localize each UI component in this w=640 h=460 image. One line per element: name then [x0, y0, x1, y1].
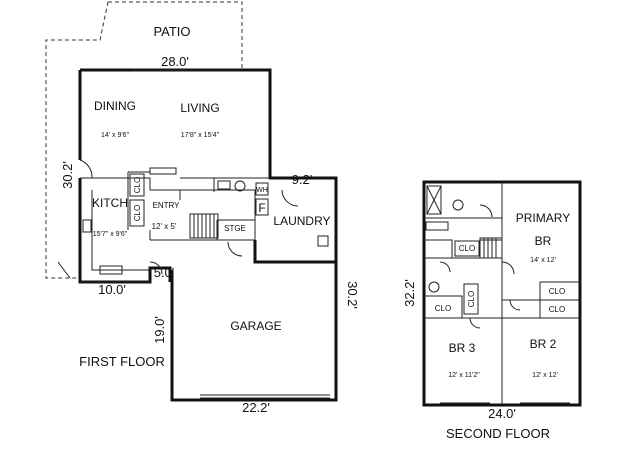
closet-label-hall: CLO: [459, 244, 475, 253]
kitchen-counter: [149, 167, 177, 175]
br2-size: 12' x 12': [532, 372, 558, 379]
stairs-second-floor: [479, 237, 503, 259]
dim-step: 5.0': [154, 265, 175, 280]
storage-door: [227, 241, 243, 257]
second-floor-plan: PRIMARY BR 14' x 12' CLO CLO CLO CLO CLO…: [402, 180, 582, 441]
closet-label-b: CLO: [133, 205, 142, 221]
furnace-box: [255, 198, 269, 216]
closet-label-bath: CLO: [435, 304, 451, 313]
room-label-entry: ENTRY: [153, 201, 181, 210]
room-label-primary: PRIMARY: [516, 211, 570, 225]
dim-garage-bottom: 22.2': [242, 400, 270, 415]
first-floor-plan: PATIO 28.0' DINING 14' x 9'6" LIVING 17'…: [45, 1, 360, 415]
water-heater-label: WH: [256, 187, 268, 194]
kitchen-sink: [82, 219, 92, 233]
bath-sink: [217, 180, 231, 190]
water-heater: [255, 182, 269, 196]
laundry-sink: [317, 235, 329, 247]
kitchen-range: [99, 265, 123, 275]
laundry-door: [281, 189, 299, 207]
room-label-br2: BR 2: [530, 337, 557, 351]
bath-door-upstairs: [479, 204, 493, 218]
primary-door: [501, 261, 515, 275]
room-label-kitchen: KITCH: [92, 196, 128, 210]
dining-size: 14' x 9'6": [101, 132, 130, 139]
garage-wall: [170, 190, 338, 402]
kitchen-size: 15'7" x 9'6": [93, 231, 128, 238]
room-label-living: LIVING: [180, 101, 219, 115]
room-label-dining: DINING: [94, 99, 136, 113]
living-size: 17'8" x 15'4": [181, 132, 220, 139]
closet-label-side: CLO: [467, 291, 476, 307]
second-floor-exterior: [422, 180, 582, 407]
room-label-laundry: LAUNDRY: [273, 214, 330, 228]
closet-label-primary-2: CLO: [549, 305, 565, 314]
patio-outline: [45, 1, 243, 279]
toilet: [234, 180, 246, 192]
room-label-br3: BR 3: [449, 341, 476, 355]
entry-closet-b: [129, 199, 145, 227]
room-label-garage: GARAGE: [230, 319, 281, 333]
side-door: [79, 159, 93, 179]
hall-bath-door: [439, 261, 451, 273]
entry-size: 12' x 5': [152, 222, 177, 231]
dim-kitchen-bottom: 10.0': [98, 282, 126, 297]
toilet-upstairs: [452, 199, 464, 211]
br3-size: 12' x 11'2": [448, 372, 480, 379]
room-label-primary-br: BR: [535, 234, 552, 248]
closet-label-a: CLO: [133, 177, 142, 193]
dim-second-bottom: 24.0': [488, 406, 516, 421]
patio-step: [57, 261, 71, 279]
stairs-first-floor: [189, 213, 219, 239]
side-closet: [463, 283, 479, 315]
toilet-hall: [428, 281, 440, 293]
primary-size: 14' x 12': [530, 257, 556, 264]
first-floor-title: FIRST FLOOR: [79, 354, 165, 369]
second-floor-interior-walls: [424, 182, 580, 405]
interior-walls: [80, 171, 270, 271]
room-label-storage: STGE: [224, 224, 246, 233]
room-label-patio: PATIO: [153, 24, 190, 39]
entry-closet-a: [129, 173, 145, 197]
closet-label-primary-1: CLO: [549, 287, 565, 296]
hall-closet: [454, 240, 480, 257]
vanity: [425, 221, 449, 231]
second-floor-title: SECOND FLOOR: [446, 426, 550, 441]
dim-top: 28.0': [161, 54, 189, 69]
br3-door: [469, 317, 481, 329]
dim-laundry-top: 9.2': [292, 172, 313, 187]
entry-door: [149, 261, 163, 275]
dim-second-left: 32.2': [402, 279, 417, 307]
tub-icon: [426, 185, 442, 215]
dim-left: 30.2': [60, 161, 75, 189]
dim-garage-right: 30.2': [345, 281, 360, 309]
dim-garage-left: 19.0': [152, 316, 167, 344]
furnace-label: F: [258, 201, 265, 215]
br2-door: [509, 299, 521, 311]
